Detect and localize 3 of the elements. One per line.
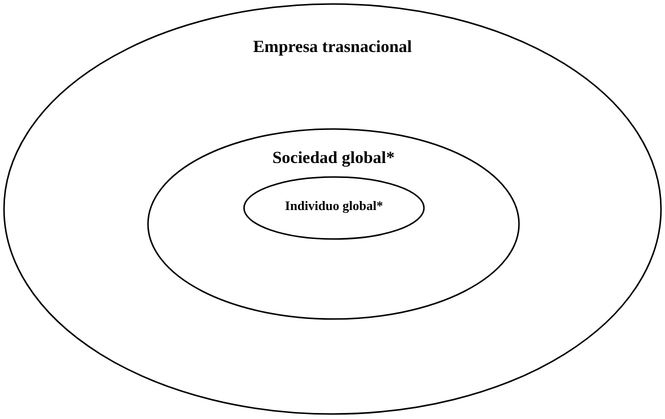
group-label: Individuo global*: [285, 198, 383, 214]
group-label: Empresa trasnacional: [253, 37, 412, 57]
group-label: Sociedad global*: [272, 148, 395, 168]
